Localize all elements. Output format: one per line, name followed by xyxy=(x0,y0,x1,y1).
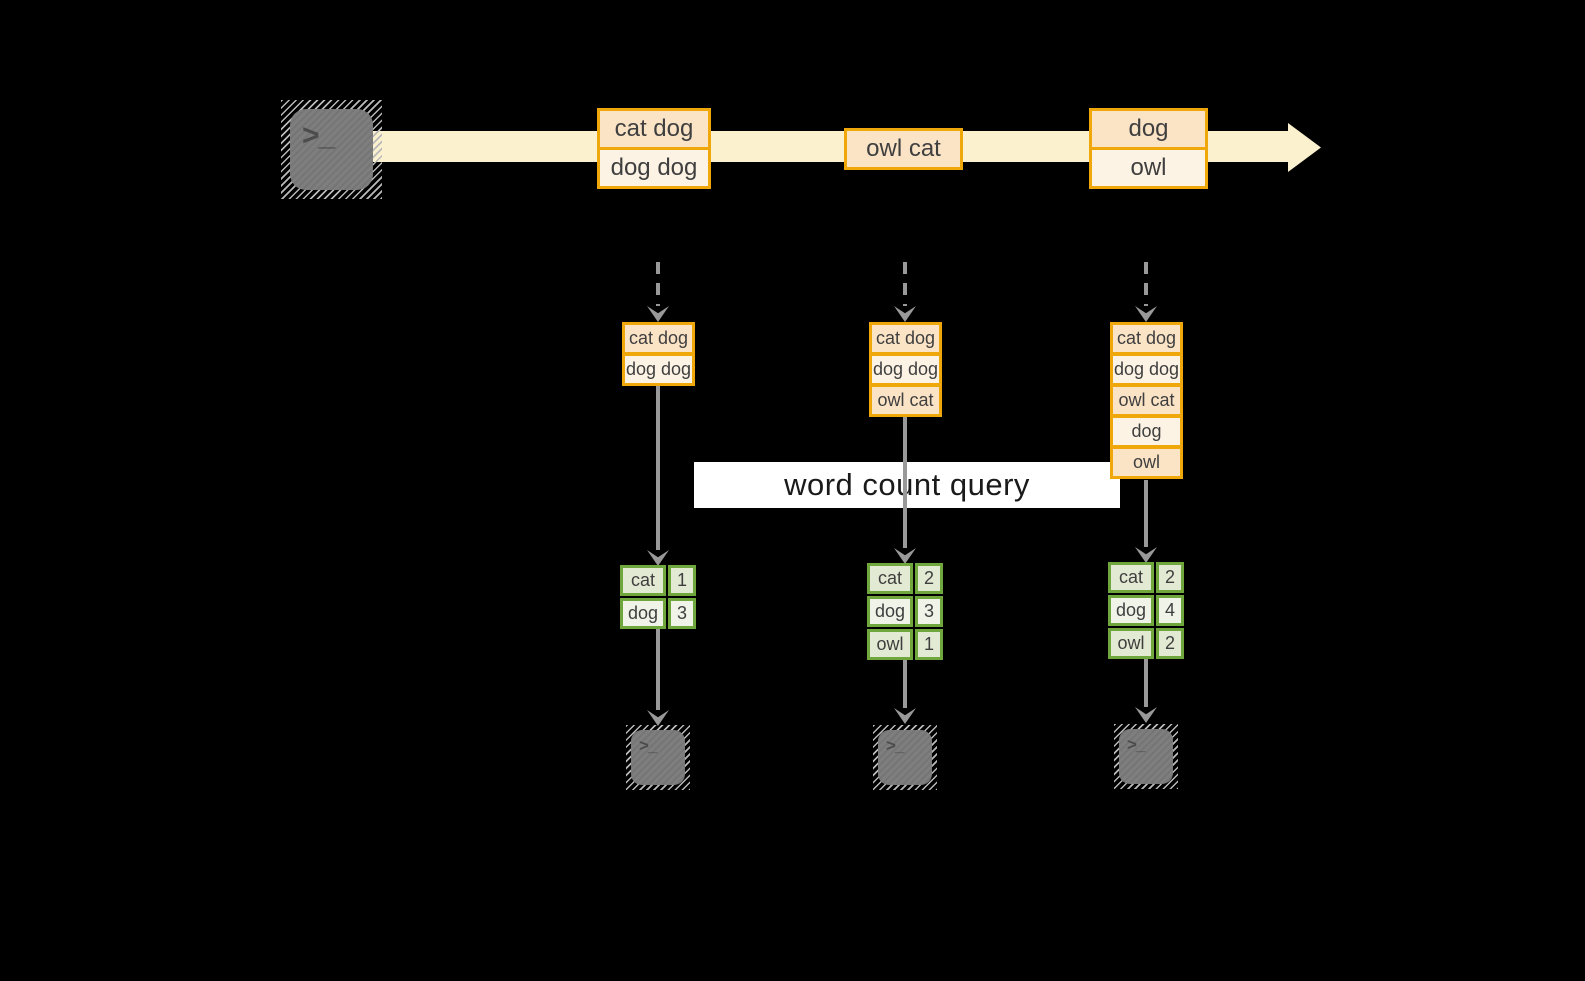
query-flow-arrowhead-1-icon xyxy=(647,550,669,566)
result-word: owl xyxy=(1108,628,1154,659)
result-count: 3 xyxy=(915,596,943,627)
input-line: owl cat xyxy=(1110,384,1183,417)
output-flow-arrow-2 xyxy=(903,660,907,708)
batch-line: owl cat xyxy=(844,128,963,170)
query-flow-arrow-3 xyxy=(1144,480,1148,547)
input-line: cat dog xyxy=(1110,322,1183,355)
batch-line: dog xyxy=(1089,108,1208,150)
query-flow-arrow-2 xyxy=(903,416,907,548)
stream-batch-3: dog owl xyxy=(1089,108,1208,189)
terminal-body: >_ xyxy=(290,109,373,190)
result-word: cat xyxy=(867,563,913,594)
input-line: dog dog xyxy=(1110,353,1183,386)
result-table-3: cat 2 dog 4 owl 2 xyxy=(1108,562,1184,659)
query-label: word count query xyxy=(784,467,1030,502)
output-flow-arrowhead-1-icon xyxy=(647,710,669,726)
result-word: cat xyxy=(1108,562,1154,593)
result-word: dog xyxy=(620,598,666,629)
trigger-arrow-1 xyxy=(656,262,660,306)
batch-line: cat dog xyxy=(597,108,711,150)
result-count: 4 xyxy=(1156,595,1184,626)
input-table-1: cat dog dog dog xyxy=(622,322,695,386)
query-label-band: word count query xyxy=(694,462,1120,508)
input-table-2: cat dog dog dog owl cat xyxy=(869,322,942,417)
trigger-arrowhead-3-icon xyxy=(1135,306,1157,322)
result-word: dog xyxy=(867,596,913,627)
input-line: cat dog xyxy=(622,322,695,355)
input-line: owl xyxy=(1110,446,1183,479)
stream-arrow-head-icon xyxy=(1288,123,1321,172)
batch-line: dog dog xyxy=(597,147,711,189)
terminal-body: >_ xyxy=(631,730,685,785)
terminal-body: >_ xyxy=(878,730,932,785)
result-word: owl xyxy=(867,629,913,660)
input-table-3: cat dog dog dog owl cat dog owl xyxy=(1110,322,1183,479)
trigger-arrowhead-2-icon xyxy=(894,306,916,322)
output-flow-arrow-3 xyxy=(1144,659,1148,707)
trigger-arrow-3 xyxy=(1144,262,1148,306)
terminal-icon-source: >_ xyxy=(281,100,382,199)
result-word: dog xyxy=(1108,595,1154,626)
output-flow-arrowhead-2-icon xyxy=(894,708,916,724)
result-table-1: cat 1 dog 3 xyxy=(620,565,696,629)
terminal-prompt-icon: >_ xyxy=(886,736,904,755)
terminal-icon-output-3: >_ xyxy=(1114,724,1178,789)
result-count: 3 xyxy=(668,598,696,629)
result-count: 1 xyxy=(915,629,943,660)
result-count: 2 xyxy=(1156,628,1184,659)
input-line: owl cat xyxy=(869,384,942,417)
query-flow-arrowhead-3-icon xyxy=(1135,547,1157,563)
result-table-2: cat 2 dog 3 owl 1 xyxy=(867,563,943,660)
batch-line: owl xyxy=(1089,147,1208,189)
terminal-icon-output-1: >_ xyxy=(626,725,690,790)
query-flow-arrowhead-2-icon xyxy=(894,548,916,564)
input-line: dog dog xyxy=(622,353,695,386)
stream-batch-1: cat dog dog dog xyxy=(597,108,711,189)
terminal-body: >_ xyxy=(1119,729,1173,784)
trigger-arrowhead-1-icon xyxy=(647,306,669,322)
output-flow-arrowhead-3-icon xyxy=(1135,707,1157,723)
result-count: 2 xyxy=(915,563,943,594)
output-flow-arrow-1 xyxy=(656,629,660,710)
result-count: 1 xyxy=(668,565,696,596)
input-line: dog xyxy=(1110,415,1183,448)
trigger-arrow-2 xyxy=(903,262,907,306)
input-line: cat dog xyxy=(869,322,942,355)
terminal-prompt-icon: >_ xyxy=(302,119,335,152)
stream-batch-2: owl cat xyxy=(844,128,963,170)
terminal-icon-output-2: >_ xyxy=(873,725,937,790)
result-count: 2 xyxy=(1156,562,1184,593)
result-word: cat xyxy=(620,565,666,596)
terminal-prompt-icon: >_ xyxy=(639,736,657,755)
terminal-prompt-icon: >_ xyxy=(1127,735,1145,754)
query-flow-arrow-1 xyxy=(656,386,660,550)
input-line: dog dog xyxy=(869,353,942,386)
